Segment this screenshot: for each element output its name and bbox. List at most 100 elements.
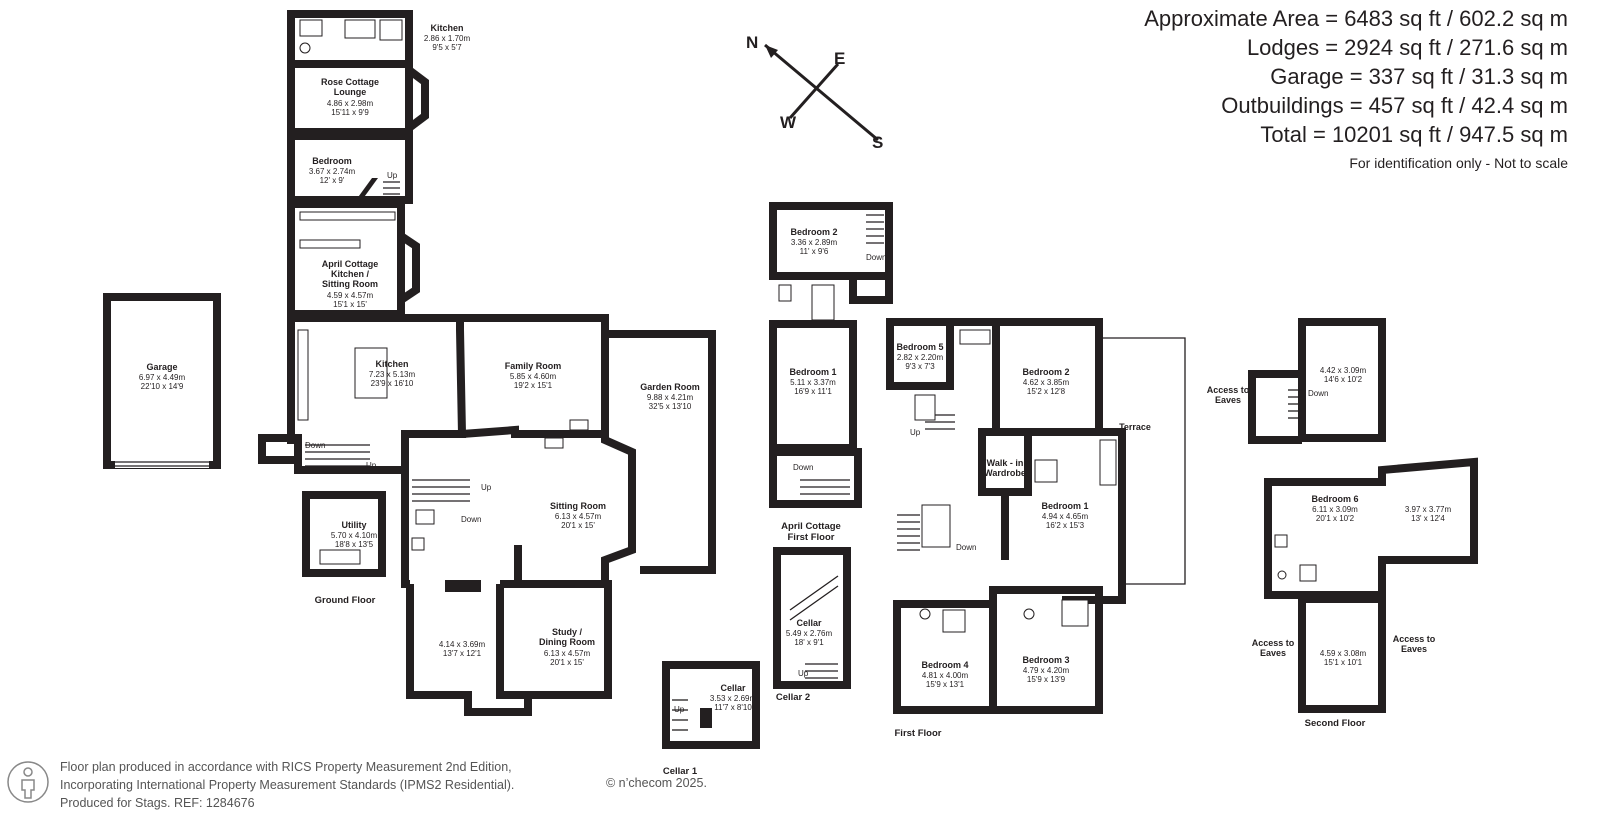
room-metric-cellar2: 5.49 x 2.76m	[786, 629, 833, 638]
room-name-ac-kitchen-1: April Cottage	[322, 259, 379, 269]
label-down-ac1: Down	[866, 253, 886, 262]
cottages-ground-plan: Up Kitchen 2.86 x 1.70m 9'5 x 5'7 Rose C…	[287, 10, 470, 318]
identification-note: For identification only - Not to scale	[1349, 155, 1568, 171]
room-name-utility: Utility	[341, 520, 366, 530]
label-down-gf: Down	[305, 441, 325, 450]
label-terrace: Terrace	[1119, 422, 1151, 432]
room-name-sf-bed6: Bedroom 6	[1311, 494, 1358, 504]
room-name-cellar2: Cellar	[796, 618, 822, 628]
room-name-garden: Garden Room	[640, 382, 700, 392]
compass-w: W	[780, 113, 797, 132]
label-up-cellar2: Up	[798, 669, 809, 678]
room-imperial-cellar1: 11'7 x 8'10	[714, 703, 752, 712]
room-metric-ff-bed1: 4.94 x 4.65m	[1042, 512, 1089, 521]
room-name-ff-bed3: Bedroom 3	[1022, 655, 1069, 665]
floor-label-second: Second Floor	[1305, 718, 1366, 729]
label-down-sf: Down	[1308, 389, 1328, 398]
room-metric-sf-top: 4.42 x 3.09m	[1320, 366, 1367, 375]
room-imperial-sf-bed6: 20'1 x 10'2	[1316, 514, 1355, 523]
garage-plan: Garage 6.97 x 4.49m 22'10 x 14'9	[103, 293, 221, 469]
cellar1-plan: Up Cellar 3.53 x 2.69m 11'7 x 8'10 Cella…	[662, 661, 760, 777]
room-imperial-ff-bed3: 15'9 x 13'9	[1027, 675, 1066, 684]
room-name-ff-bed1: Bedroom 1	[1041, 501, 1088, 511]
room-metric-rc-lounge: 4.86 x 2.98m	[327, 99, 374, 108]
floor-label-ac-first-2: First Floor	[788, 532, 835, 543]
room-metric-ff-bed4: 4.81 x 4.00m	[922, 671, 969, 680]
label-access-eaves-1a: Access to	[1207, 385, 1250, 395]
room-imperial-rc-kitchen: 9'5 x 5'7	[432, 43, 462, 52]
label-up-gf-1: Up	[366, 461, 377, 470]
room-imperial-ff-bed2: 15'2 x 12'8	[1027, 387, 1066, 396]
room-imperial-rc-bedroom: 12' x 9'	[320, 176, 345, 185]
compass-rose-icon: N E S W	[746, 33, 883, 152]
main-house-first-plan: Up Down Terrace Bedroom 5 2.82 x 2.20m 9…	[886, 318, 1186, 739]
compass-s: S	[872, 133, 883, 152]
room-imperial-gf-room: 13'7 x 12'1	[443, 649, 482, 658]
room-name-ac-kitchen-2: Kitchen /	[331, 269, 370, 279]
copyright-text: © n’checom 2025.	[606, 776, 707, 790]
second-floor-plan: Down Access to Eaves Access to Eaves Acc…	[1207, 318, 1478, 729]
room-name-ff-bed4: Bedroom 4	[921, 660, 968, 670]
main-house-ground-plan: Down Up Up Down Kitchen 7.23 x 5.13m 23'…	[258, 314, 716, 716]
room-name-rc-kitchen: Kitchen	[430, 23, 463, 33]
floor-label-cellar2: Cellar 2	[776, 692, 810, 703]
room-metric-garage: 6.97 x 4.49m	[139, 373, 186, 382]
area-outbuildings: Outbuildings = 457 sq ft / 42.4 sq m	[1221, 93, 1568, 118]
room-metric-kitchen: 7.23 x 5.13m	[369, 370, 416, 379]
room-name-garage: Garage	[146, 362, 177, 372]
label-up-cottage: Up	[387, 171, 398, 180]
room-metric-rc-bedroom: 3.67 x 2.74m	[309, 167, 356, 176]
room-name-ff-bed2: Bedroom 2	[1022, 367, 1069, 377]
room-imperial-sf-top: 14'6 x 10'2	[1324, 375, 1363, 384]
room-imperial-ff-bed5: 9'3 x 7'3	[905, 362, 935, 371]
label-down-ff: Down	[956, 543, 976, 552]
room-imperial-garden: 32'5 x 13'10	[649, 402, 692, 411]
room-name-ac-bed2: Bedroom 2	[790, 227, 837, 237]
room-metric-family: 5.85 x 4.60m	[510, 372, 557, 381]
compass-n: N	[746, 33, 758, 52]
room-imperial-sitting: 20'1 x 15'	[561, 521, 595, 530]
room-metric-sitting: 6.13 x 4.57m	[555, 512, 602, 521]
room-metric-cellar1: 3.53 x 2.69m	[710, 694, 757, 703]
room-name-ff-wardrobe-1: Walk - in	[987, 458, 1024, 468]
room-metric-ff-bed3: 4.79 x 4.20m	[1023, 666, 1070, 675]
room-imperial-cellar2: 18' x 9'1	[794, 638, 824, 647]
room-metric-sf-bottom: 4.59 x 3.08m	[1320, 649, 1367, 658]
room-name-kitchen: Kitchen	[375, 359, 408, 369]
area-approximate: Approximate Area = 6483 sq ft / 602.2 sq…	[1144, 6, 1568, 31]
room-name-family: Family Room	[505, 361, 562, 371]
label-down-gf-2: Down	[461, 515, 481, 524]
compass-e: E	[834, 49, 845, 68]
room-imperial-study: 20'1 x 15'	[550, 658, 584, 667]
room-name-sitting: Sitting Room	[550, 501, 606, 511]
room-imperial-garage: 22'10 x 14'9	[141, 382, 184, 391]
label-access-eaves-1b: Eaves	[1215, 395, 1241, 405]
person-logo-icon	[7, 761, 49, 803]
room-metric-ff-bed5: 2.82 x 2.20m	[897, 353, 944, 362]
room-imperial-ac-kitchen: 15'1 x 15'	[333, 300, 367, 309]
room-imperial-kitchen: 23'9 x 16'10	[371, 379, 414, 388]
footer-line-1: Floor plan produced in accordance with R…	[60, 760, 512, 774]
floor-label-ground: Ground Floor	[315, 595, 376, 606]
room-imperial-ac-bed1: 16'9 x 11'1	[794, 387, 832, 396]
room-name-study-1: Study /	[552, 627, 583, 637]
room-metric-utility: 5.70 x 4.10m	[331, 531, 378, 540]
room-metric-ac-bed1: 5.11 x 3.37m	[790, 378, 836, 387]
room-metric-sf-bed6: 6.11 x 3.09m	[1312, 505, 1358, 514]
floor-label-cellar1: Cellar 1	[663, 766, 698, 777]
room-imperial-family: 19'2 x 15'1	[514, 381, 553, 390]
label-up-gf-2: Up	[481, 483, 492, 492]
room-imperial-rc-lounge: 15'11 x 9'9	[331, 108, 369, 117]
room-imperial-utility: 18'8 x 13'5	[335, 540, 374, 549]
room-name-ac-kitchen-3: Sitting Room	[322, 279, 378, 289]
room-name-rc-lounge-2: Lounge	[334, 87, 367, 97]
room-metric-ff-bed2: 4.62 x 3.85m	[1023, 378, 1070, 387]
room-imperial-ac-bed2: 11' x 9'6	[800, 247, 829, 256]
room-name-ff-wardrobe-2: Wardrobe	[984, 468, 1026, 478]
room-metric-ac-bed2: 3.36 x 2.89m	[791, 238, 838, 247]
room-name-cellar1: Cellar	[720, 683, 746, 693]
label-access-eaves-3b: Eaves	[1401, 644, 1427, 654]
room-imperial-ff-bed1: 16'2 x 15'3	[1046, 521, 1085, 530]
cellar2-plan: Up Cellar 5.49 x 2.76m 18' x 9'1 Cellar …	[773, 547, 851, 703]
